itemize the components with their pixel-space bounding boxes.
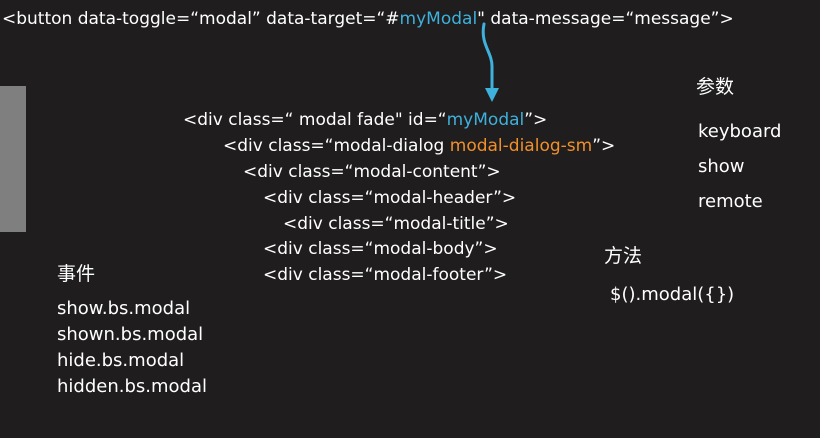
markup-line-size-class: modal-dialog-sm [449,136,593,156]
markup-line-title: <div class=“modal-title”> [283,214,509,234]
markup-line-text: <div class=“modal-body”> [263,239,498,259]
markup-line-dialog: <div class=“modal-dialog modal-dialog-sm… [223,136,615,156]
button-markup-part1: <button data-toggle=“modal” data-target=… [2,9,400,29]
event-item: shown.bs.modal [57,324,204,345]
param-item: keyboard [698,121,782,142]
event-item: show.bs.modal [57,298,191,319]
button-markup-line: <button data-toggle=“modal” data-target=… [2,9,734,29]
markup-line-end: ”> [592,136,616,156]
markup-line-footer: <div class=“modal-footer”> [263,265,507,285]
markup-line-text: <div class=“modal-title”> [283,214,509,234]
markup-line-content: <div class=“modal-content”> [243,162,501,182]
params-heading: 参数 [696,76,735,98]
event-item: hide.bs.modal [57,350,185,371]
markup-line-text: <div class=“modal-content”> [243,162,501,182]
methods-heading: 方法 [604,245,643,267]
side-bar [0,86,26,232]
button-markup-target: myModal [399,9,478,29]
param-item: show [698,156,745,177]
markup-line-text: <div class=“modal-header”> [263,188,517,208]
markup-line-end: ”> [524,110,548,130]
button-markup-part2: " data-message=“message”> [477,9,734,29]
param-item: remote [698,191,763,212]
markup-line-text: <div class=“ modal fade" id=“ [183,110,447,130]
curved-arrow-down-icon [481,22,499,102]
markup-line-modal: <div class=“ modal fade" id=“myModal”> [183,110,547,130]
method-item: $().modal({}) [610,284,735,305]
markup-line-id: myModal [446,110,525,130]
event-item: hidden.bs.modal [57,376,207,397]
markup-line-text: <div class=“modal-footer”> [263,265,508,285]
markup-line-body: <div class=“modal-body”> [263,239,498,259]
events-heading: 事件 [57,263,96,285]
markup-line-header: <div class=“modal-header”> [263,188,516,208]
markup-line-text: <div class=“modal-dialog [223,136,450,156]
